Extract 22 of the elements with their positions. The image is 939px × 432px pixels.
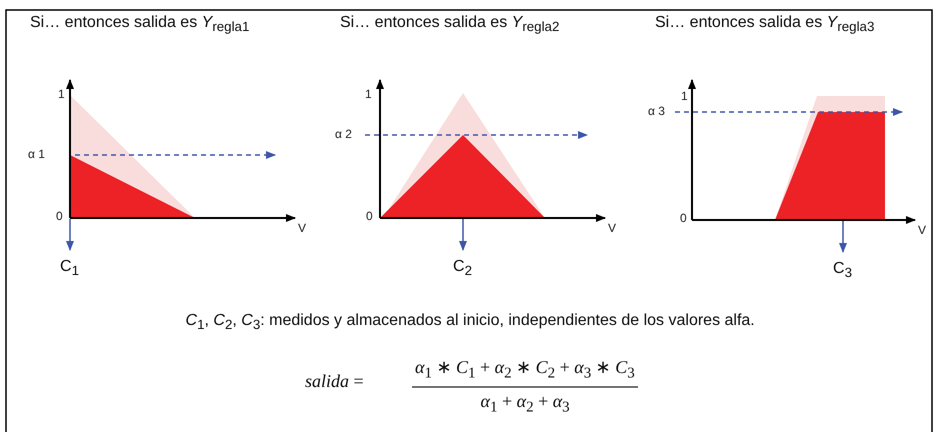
output-value-label: C$_{2}$ — [453, 258, 472, 279]
alpha-level-label: α 1 — [28, 148, 45, 162]
alpha-level-label: α 2 — [335, 128, 352, 142]
axis-tick-label: 0 — [56, 210, 63, 224]
rule-heading: Si… entonces salida es Y$_{regla2}$ — [340, 14, 560, 35]
formula-text: α$_{1}$ ∗ C$_{1}$ + α$_{2}$ ∗ C$_{2}$ + α$_{3}$ ∗ C$_{3}$ — [415, 358, 635, 382]
formula-text: α$_{1}$ + α$_{2}$ + α$_{3}$ — [480, 392, 570, 416]
note-text: C$_{1}$, C$_{2}$, C$_{3}$: medidos y almacenados al inicio, independientes de los valores alfa. — [186, 312, 755, 333]
formula-text: salida = — [305, 372, 364, 392]
axis-label: V — [918, 224, 926, 238]
axis-tick-label: 1 — [681, 90, 688, 104]
rule-heading: Si… entonces salida es Y$_{regla3}$ — [655, 14, 874, 35]
axis-label: V — [298, 222, 306, 236]
output-value-label: C$_{3}$ — [833, 260, 852, 281]
axis-tick-label: 0 — [366, 210, 373, 224]
axis-tick-label: 1 — [365, 88, 372, 102]
axis-tick-label: 0 — [680, 212, 687, 226]
alpha-level-label: α 3 — [648, 105, 665, 118]
output-value-label: C$_{1}$ — [60, 258, 79, 279]
axis-label: V — [608, 222, 616, 236]
axis-tick-label: 1 — [58, 88, 65, 102]
rule-heading: Si… entonces salida es Y$_{regla1}$ — [30, 14, 250, 35]
